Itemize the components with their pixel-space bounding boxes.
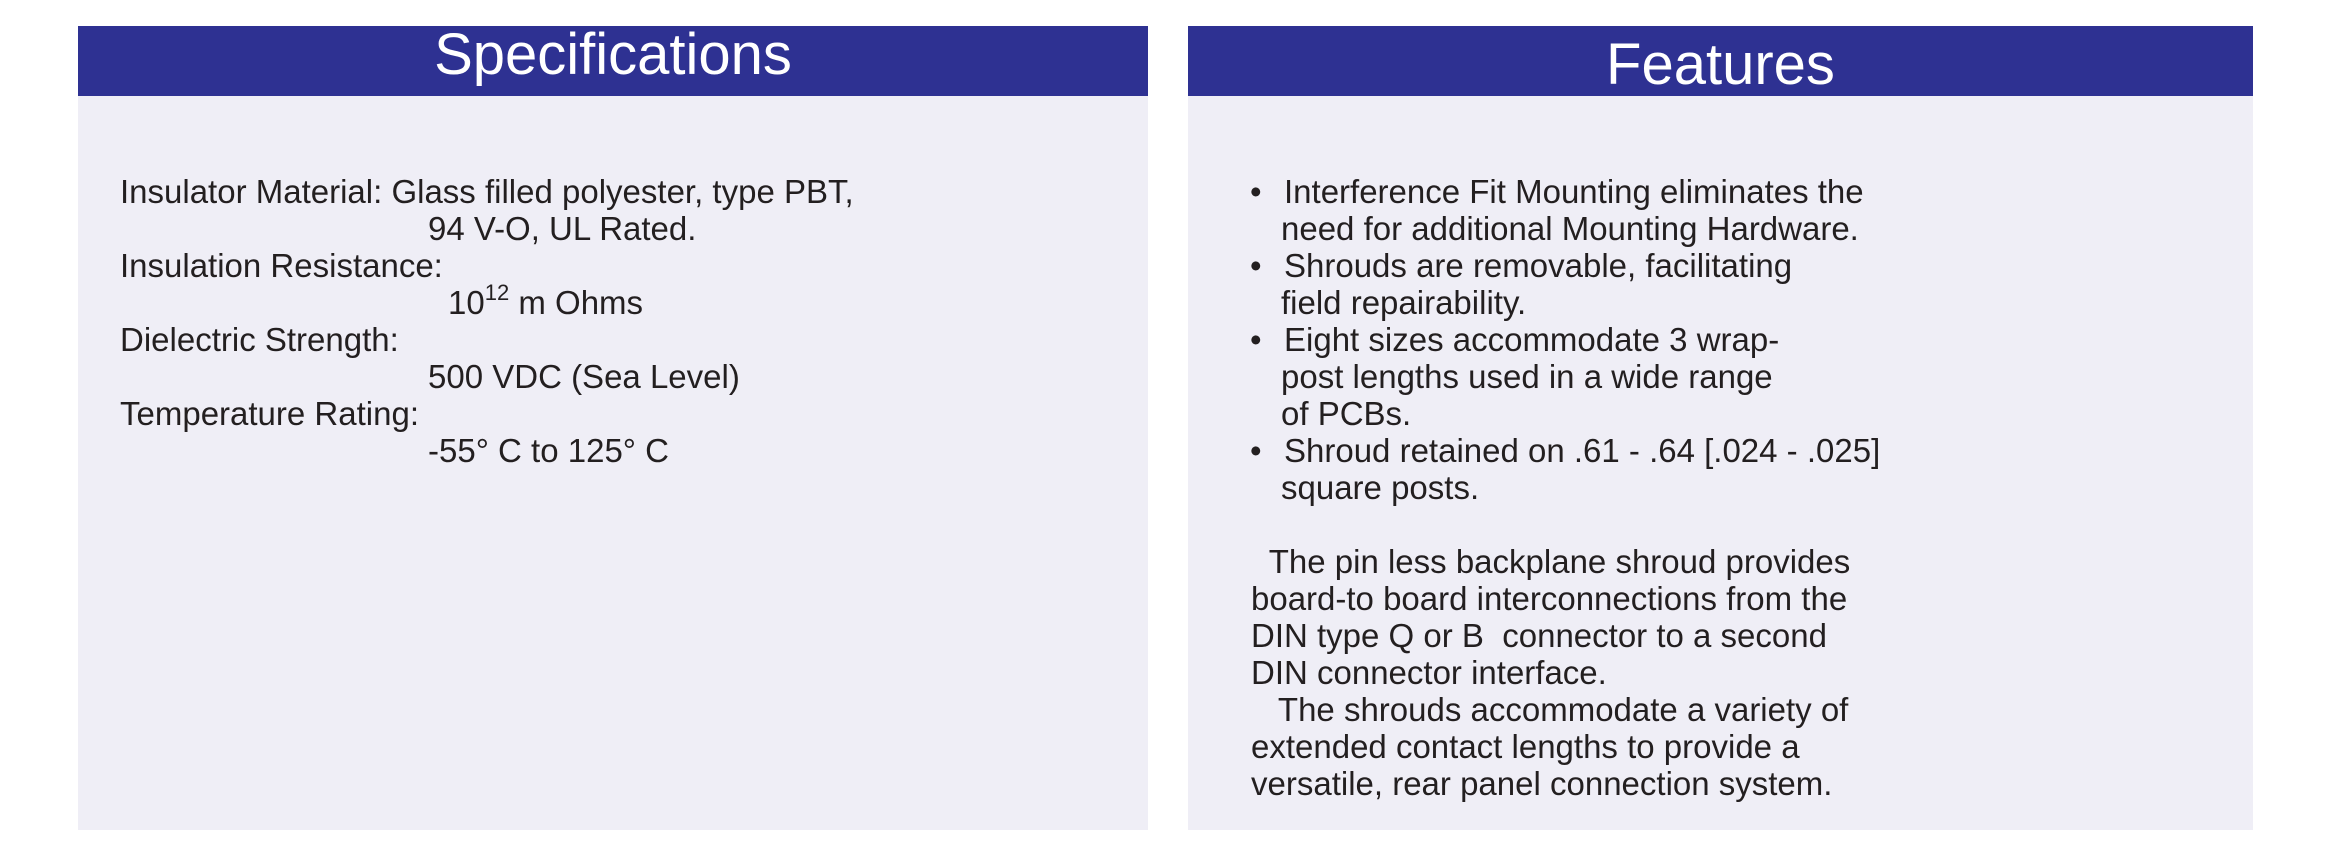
specifications-panel: Specifications Insulator Material: Glass… <box>78 26 1148 830</box>
specifications-header: Specifications <box>78 26 1148 96</box>
temperature-rating-value: -55° C to 125° C <box>428 432 670 469</box>
bullet-icon: • <box>1250 173 1262 210</box>
feature-item-line: Shroud retained on .61 - .64 [.024 - .02… <box>1284 432 1881 469</box>
feature-item-line: square posts. <box>1281 469 1480 506</box>
dielectric-strength-value: 500 VDC (Sea Level) <box>428 358 740 395</box>
features-header: Features <box>1188 26 2253 96</box>
description-line: DIN type Q or B connector to a second <box>1251 617 1827 654</box>
specifications-title: Specifications <box>434 22 792 87</box>
feature-item-line: need for additional Mounting Hardware. <box>1281 210 1859 247</box>
features-title: Features <box>1606 32 1835 97</box>
bullet-icon: • <box>1250 247 1262 284</box>
insulation-resistance-value: 1012 m Ohms <box>448 280 644 325</box>
description-line: extended contact lengths to provide a <box>1251 728 1800 765</box>
feature-item-line: Shrouds are removable, facilitating <box>1284 247 1793 284</box>
bullet-icon: • <box>1250 432 1262 469</box>
description-line: DIN connector interface. <box>1251 654 1607 691</box>
description-line: The pin less backplane shroud provides <box>1251 543 1851 580</box>
description-line: versatile, rear panel connection system. <box>1251 765 1833 802</box>
description-line: The shrouds accommodate a variety of <box>1251 691 1849 728</box>
feature-item-line: post lengths used in a wide range <box>1281 358 1773 395</box>
insulation-resistance-label: Insulation Resistance: <box>120 247 443 284</box>
insulator-material-continuation: 94 V-O, UL Rated. <box>428 210 697 247</box>
insulator-material-line: Insulator Material: Glass filled polyest… <box>120 173 854 210</box>
feature-item-line: Eight sizes accommodate 3 wrap- <box>1284 321 1780 358</box>
insulation-resistance-base: 10 <box>448 284 485 321</box>
dielectric-strength-label: Dielectric Strength: <box>120 321 399 358</box>
insulation-resistance-unit: m Ohms <box>509 284 644 321</box>
features-panel: Features • Interference Fit Mounting eli… <box>1188 26 2253 830</box>
insulation-resistance-exponent: 12 <box>484 280 510 305</box>
feature-item-line: field repairability. <box>1281 284 1527 321</box>
description-line: board-to board interconnections from the <box>1251 580 1848 617</box>
bullet-icon: • <box>1250 321 1262 358</box>
temperature-rating-label: Temperature Rating: <box>120 395 419 432</box>
feature-item-line: of PCBs. <box>1281 395 1412 432</box>
feature-item-line: Interference Fit Mounting eliminates the <box>1284 173 1864 210</box>
